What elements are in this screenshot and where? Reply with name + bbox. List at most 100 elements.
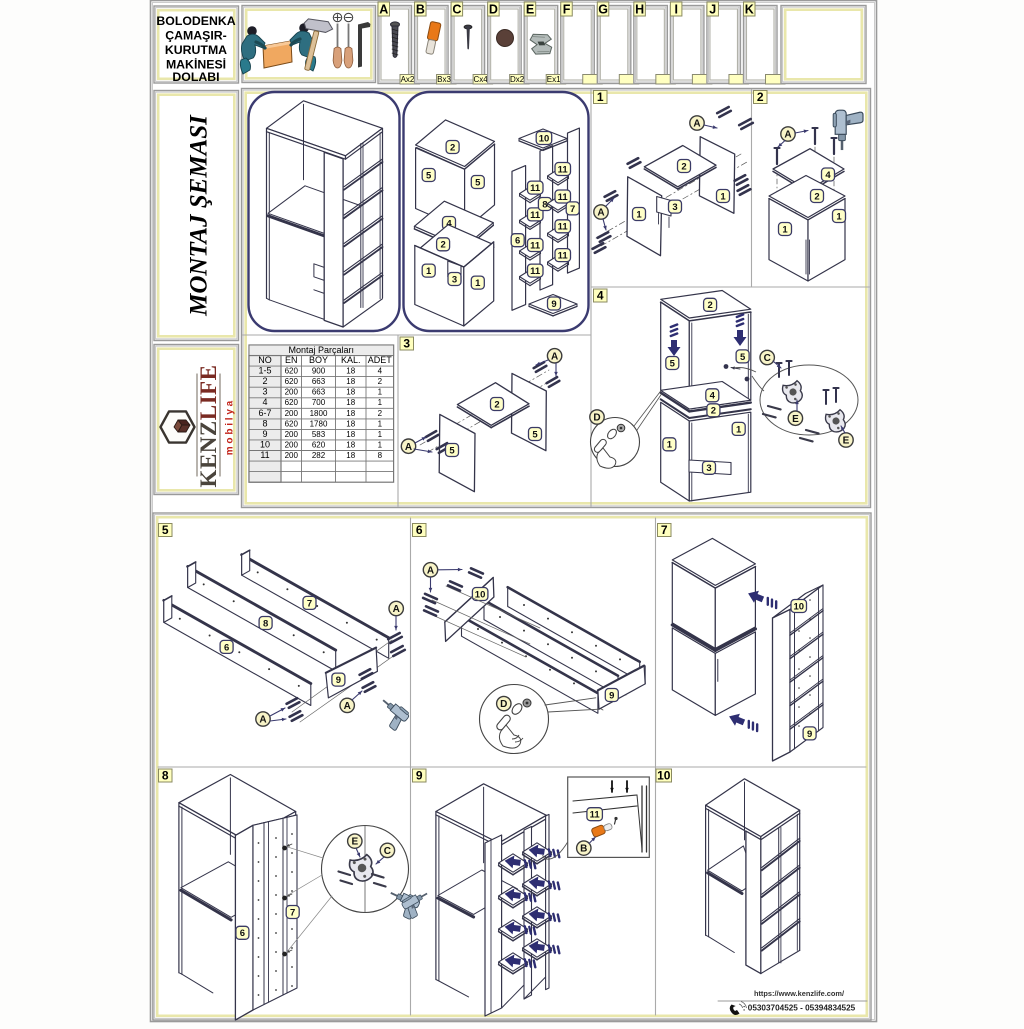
svg-text:C: C: [452, 3, 461, 17]
svg-text:18: 18: [346, 377, 355, 386]
svg-text:A: A: [344, 701, 351, 712]
svg-text:m o b i l y a: m o b i l y a: [225, 400, 236, 455]
svg-text:1: 1: [736, 424, 742, 435]
svg-text:7: 7: [570, 204, 575, 215]
svg-text:200: 200: [285, 430, 299, 439]
svg-text:7: 7: [661, 523, 668, 537]
svg-text:NO: NO: [258, 355, 272, 365]
svg-text:1: 1: [378, 388, 383, 397]
svg-text:18: 18: [346, 419, 355, 428]
svg-text:A: A: [551, 351, 558, 362]
svg-text:200: 200: [285, 388, 299, 397]
svg-text:2: 2: [681, 161, 686, 172]
svg-text:Montaj Parçaları: Montaj Parçaları: [289, 345, 355, 355]
svg-text:18: 18: [346, 367, 355, 376]
svg-text:11: 11: [530, 266, 541, 277]
svg-text:1800: 1800: [310, 409, 328, 418]
svg-text:18: 18: [346, 409, 355, 418]
svg-text:9: 9: [807, 729, 812, 740]
svg-text:1: 1: [378, 398, 383, 407]
svg-text:700: 700: [312, 398, 326, 407]
svg-text:8: 8: [262, 418, 267, 428]
svg-text:1: 1: [378, 430, 383, 439]
svg-text:1: 1: [426, 266, 432, 277]
svg-text:663: 663: [312, 388, 326, 397]
svg-text:6: 6: [240, 928, 245, 939]
svg-text:MONTAJ ŞEMASI: MONTAJ ŞEMASI: [186, 114, 213, 317]
svg-text:ADET: ADET: [368, 355, 393, 365]
svg-text:A: A: [693, 119, 700, 130]
svg-text:2: 2: [262, 376, 267, 386]
svg-text:5: 5: [162, 523, 169, 537]
svg-text:282: 282: [312, 451, 326, 460]
svg-text:1780: 1780: [310, 419, 328, 428]
svg-text:D: D: [500, 699, 507, 710]
svg-text:5: 5: [532, 429, 538, 440]
svg-text:https://www.kenzlife.com/: https://www.kenzlife.com/: [754, 989, 844, 998]
svg-text:11: 11: [530, 240, 541, 251]
svg-text:11: 11: [558, 192, 569, 203]
svg-text:A: A: [597, 208, 604, 219]
svg-text:F: F: [563, 3, 571, 17]
svg-text:1: 1: [597, 90, 604, 104]
svg-text:9: 9: [416, 768, 423, 782]
svg-text:D: D: [593, 413, 600, 424]
svg-text:A: A: [259, 715, 266, 726]
svg-text:200: 200: [285, 451, 299, 460]
svg-text:4: 4: [825, 170, 831, 181]
svg-text:18: 18: [346, 430, 355, 439]
svg-text:11: 11: [558, 251, 569, 262]
svg-text:620: 620: [285, 367, 299, 376]
svg-text:4: 4: [378, 367, 383, 376]
svg-text:7: 7: [307, 598, 312, 609]
svg-text:8: 8: [162, 768, 169, 782]
svg-text:D: D: [489, 3, 498, 17]
svg-text:11: 11: [558, 222, 569, 233]
svg-text:1: 1: [378, 419, 383, 428]
svg-text:KURUTMA: KURUTMA: [165, 43, 227, 57]
svg-text:2: 2: [378, 377, 383, 386]
svg-text:C: C: [384, 846, 391, 857]
svg-text:10: 10: [794, 601, 805, 612]
svg-text:B: B: [580, 844, 587, 855]
svg-text:10: 10: [657, 768, 671, 782]
svg-text:620: 620: [312, 440, 326, 449]
svg-text:200: 200: [285, 440, 299, 449]
svg-text:8: 8: [542, 199, 547, 210]
svg-text:11: 11: [590, 810, 601, 821]
svg-text:9: 9: [336, 675, 341, 686]
svg-text:BOLODENKA: BOLODENKA: [156, 14, 235, 28]
svg-text:BOY: BOY: [309, 355, 328, 365]
svg-text:ÇAMAŞIR-: ÇAMAŞIR-: [165, 29, 226, 43]
svg-text:1: 1: [475, 278, 481, 289]
svg-text:6: 6: [416, 523, 423, 537]
svg-text:7: 7: [290, 907, 295, 918]
svg-text:: 05303704525 - 05394834525: : 05303704525 - 05394834525: [743, 1004, 856, 1013]
svg-text:1: 1: [378, 440, 383, 449]
svg-text:5: 5: [449, 445, 455, 456]
svg-text:10: 10: [260, 439, 270, 449]
svg-text:200: 200: [285, 409, 299, 418]
svg-text:6: 6: [515, 236, 520, 247]
svg-text:2: 2: [440, 240, 445, 251]
svg-text:1-5: 1-5: [258, 366, 271, 376]
svg-text:2: 2: [494, 399, 499, 410]
svg-text:9: 9: [551, 299, 556, 310]
svg-text:I: I: [674, 3, 677, 17]
svg-text:18: 18: [346, 440, 355, 449]
svg-text:6: 6: [224, 642, 229, 653]
svg-text:18: 18: [346, 388, 355, 397]
svg-text:9: 9: [262, 429, 267, 439]
svg-text:5: 5: [670, 358, 676, 369]
svg-text:E: E: [843, 436, 850, 447]
svg-text:11: 11: [530, 183, 541, 194]
svg-text:2: 2: [757, 90, 764, 104]
svg-text:3: 3: [706, 463, 711, 474]
svg-text:1: 1: [836, 211, 842, 222]
svg-text:2: 2: [814, 191, 819, 202]
svg-text:583: 583: [312, 430, 326, 439]
svg-text:9: 9: [609, 690, 614, 701]
svg-text:B: B: [416, 3, 425, 17]
svg-text:2: 2: [711, 406, 716, 417]
svg-text:2: 2: [707, 300, 712, 311]
